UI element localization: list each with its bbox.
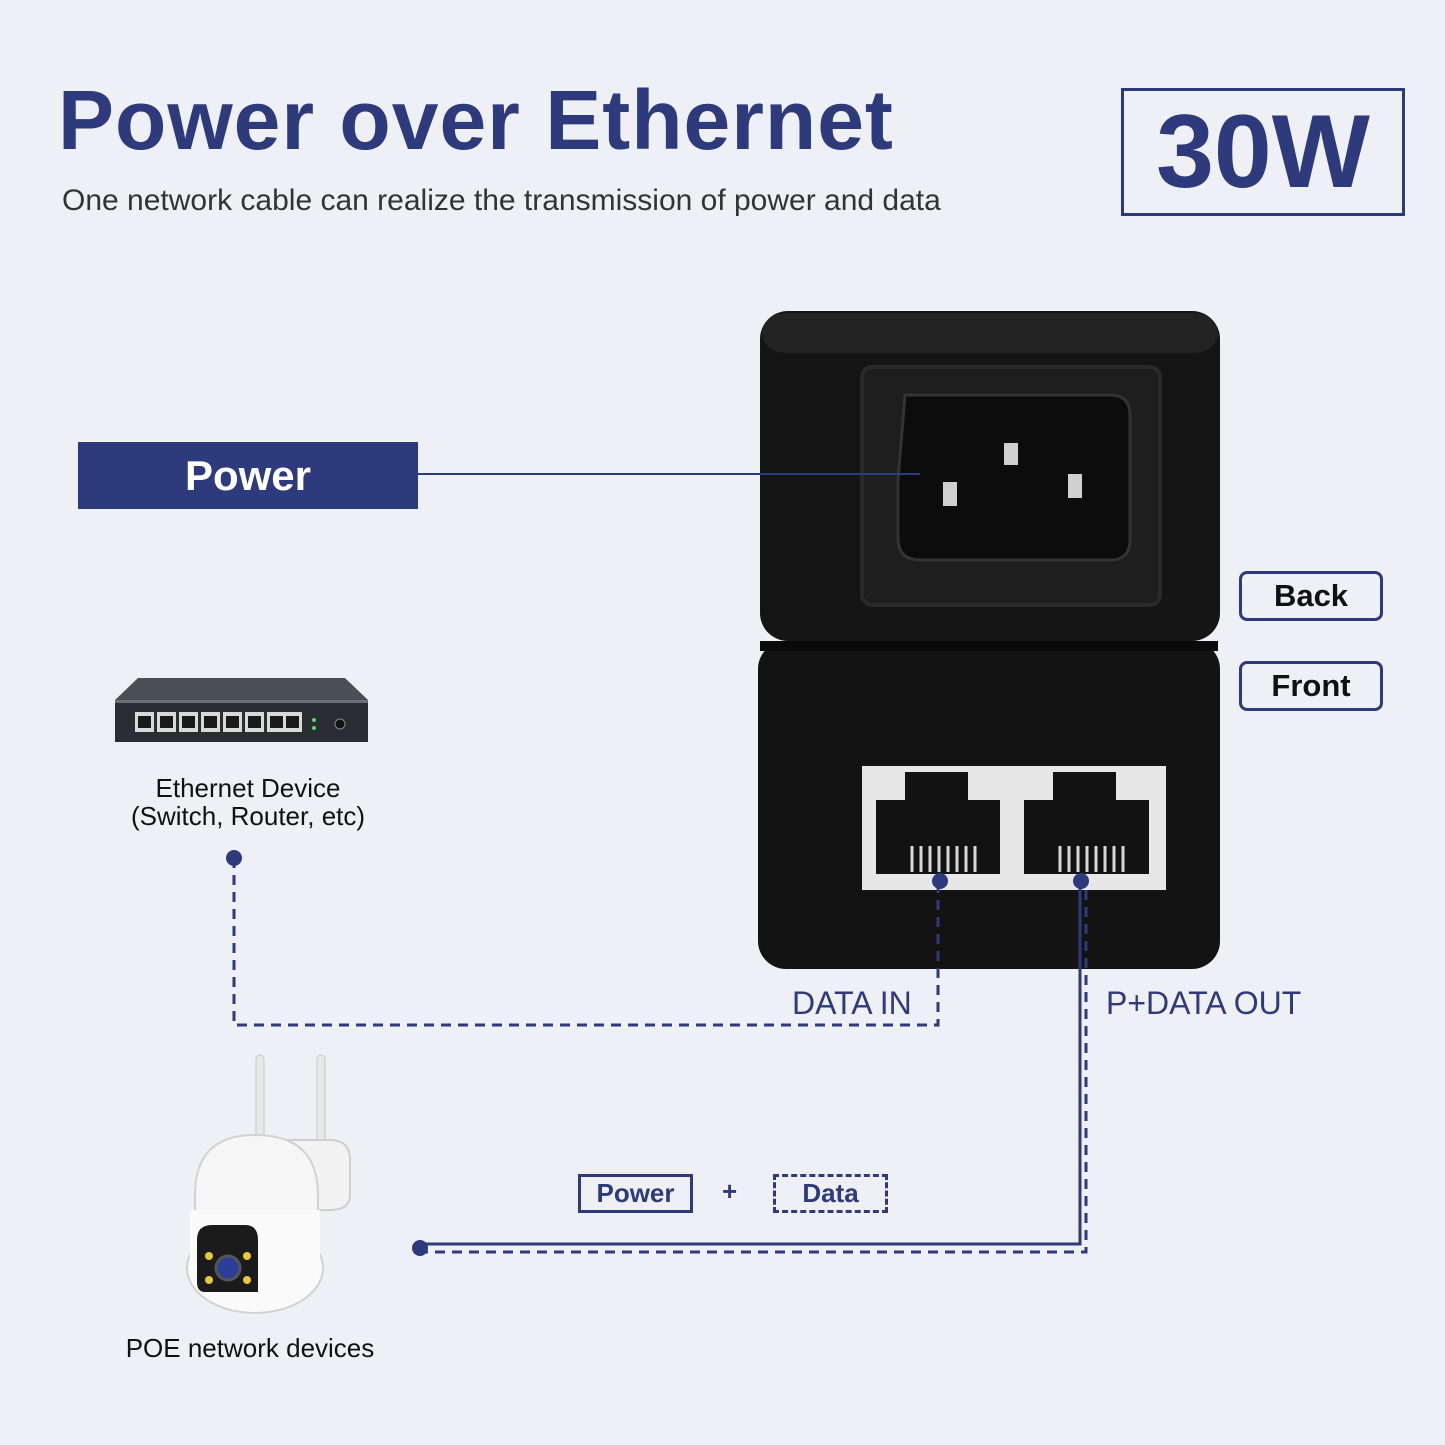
front-label: Front bbox=[1239, 661, 1383, 711]
pdata-out-anchor bbox=[1073, 873, 1089, 889]
poe-devices-caption: POE network devices bbox=[125, 1333, 375, 1363]
data-in-anchor bbox=[932, 873, 948, 889]
pdata-out-label: P+DATA OUT bbox=[1106, 985, 1302, 1021]
ethernet-device-caption-line1: Ethernet Device bbox=[155, 773, 341, 803]
ip-camera-icon bbox=[186, 1054, 351, 1314]
legend-data: Data bbox=[773, 1174, 888, 1213]
rj45-port-icon bbox=[1024, 772, 1149, 874]
data-in-label: DATA IN bbox=[792, 985, 912, 1021]
poe-injector-front bbox=[758, 641, 1220, 969]
ethernet-device-anchor bbox=[226, 850, 242, 866]
page-title: Power over Ethernet bbox=[58, 73, 894, 167]
ethernet-device-caption-line2: (Switch, Router, etc) bbox=[130, 801, 366, 831]
data-in-line bbox=[232, 858, 940, 1027]
wattage-badge: 30W bbox=[1121, 88, 1405, 216]
poe-injector-back bbox=[760, 311, 1220, 641]
poe-device-anchor bbox=[412, 1240, 428, 1256]
network-switch-icon bbox=[115, 678, 368, 742]
page-subtitle: One network cable can realize the transm… bbox=[62, 184, 941, 217]
ac-power-socket-icon bbox=[896, 393, 1132, 562]
legend-plus: + bbox=[722, 1176, 738, 1206]
pdata-out-line bbox=[420, 882, 1088, 1254]
ethernet-device-caption: Ethernet Device (Switch, Router, etc) bbox=[98, 774, 398, 830]
back-label: Back bbox=[1239, 571, 1383, 621]
legend-power: Power bbox=[578, 1174, 693, 1213]
rj45-port-icon bbox=[876, 772, 1000, 874]
power-label: Power bbox=[78, 442, 418, 509]
